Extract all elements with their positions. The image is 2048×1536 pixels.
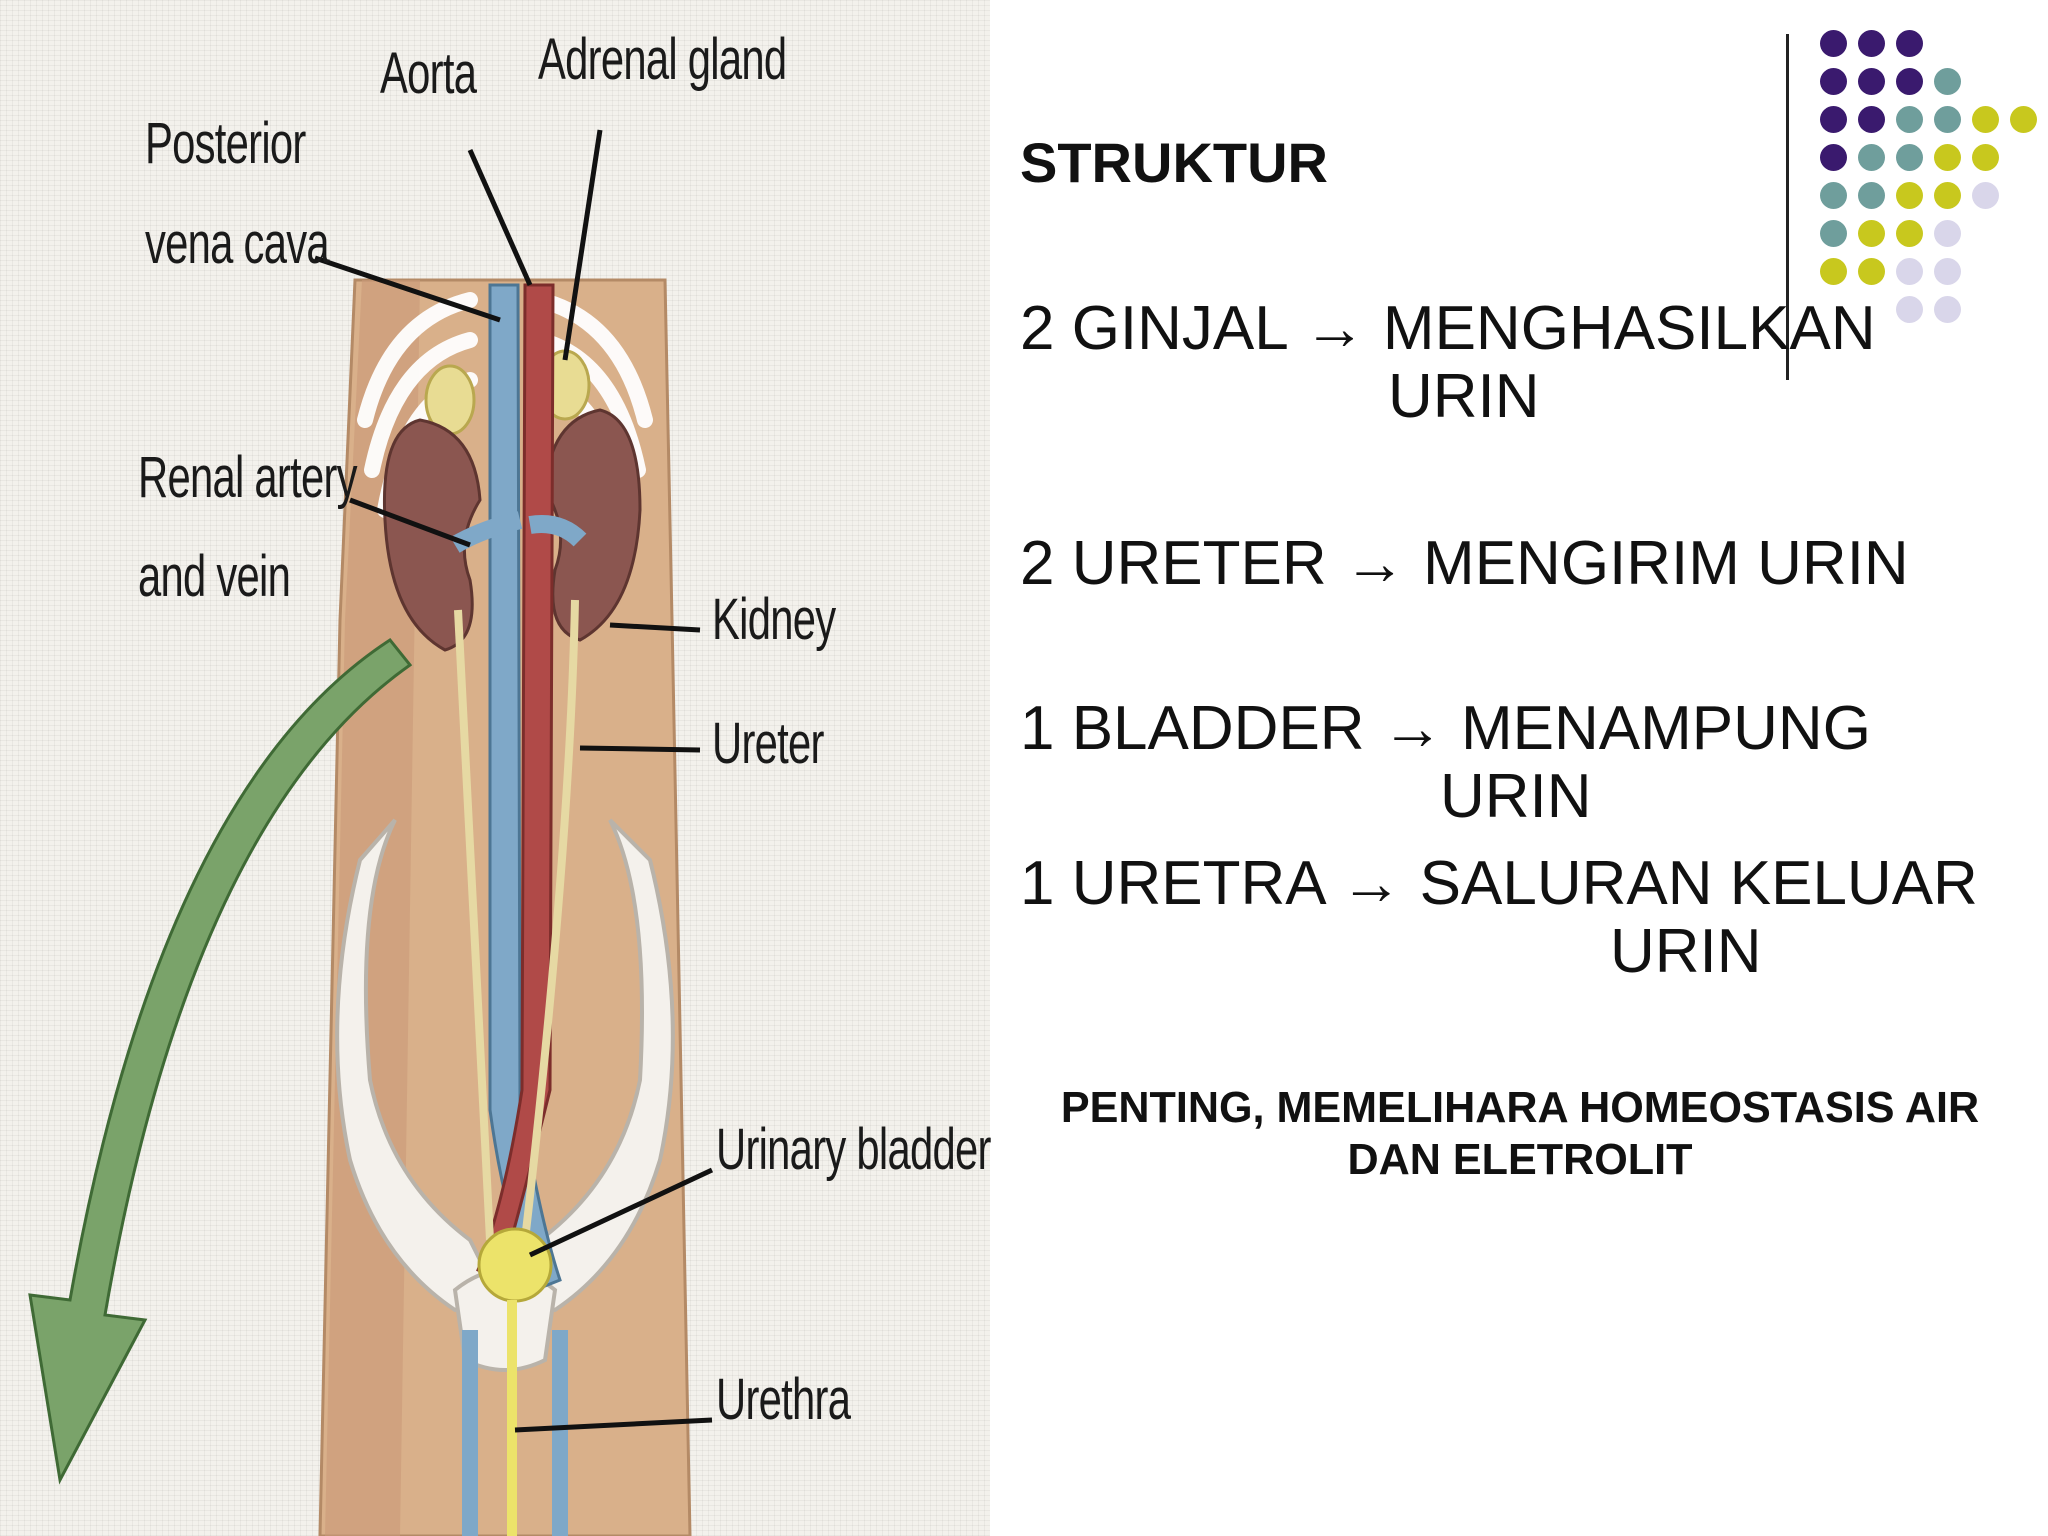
- important-note-line1: PENTING, MEMELIHARA HOMEOSTASIS AIR: [1060, 1083, 1980, 1132]
- decorative-dot: [1896, 220, 1923, 247]
- ureter-left: [454, 609, 494, 1241]
- item-ginjal-line1: 2 GINJAL → MENGHASILKAN: [1020, 294, 1876, 363]
- decorative-dot: [1934, 182, 1961, 209]
- label-ureter: Ureter: [712, 711, 824, 776]
- item-uretra-line2: URIN: [1610, 917, 1762, 986]
- decorative-dot: [1934, 220, 1961, 247]
- decorative-dot: [1896, 258, 1923, 285]
- ureter-right: [521, 599, 579, 1241]
- urinary-system-diagram: Aorta Adrenal gland Posterior vena cava …: [0, 0, 991, 1536]
- item-uretra: 1 URETRA → SALURAN KELUAR URIN: [1020, 850, 1978, 986]
- item-bladder: 1 BLADDER → MENAMPUNG URIN: [1020, 695, 1871, 831]
- vertical-divider-line: [1786, 34, 1789, 380]
- decorative-dot: [1896, 68, 1923, 95]
- decorative-dot: [1858, 68, 1885, 95]
- item-bladder-line1: 1 BLADDER → MENAMPUNG: [1020, 694, 1871, 763]
- decorative-dot: [1972, 182, 1999, 209]
- decorative-dot: [1934, 144, 1961, 171]
- important-note-line2: DAN ELETROLIT: [1347, 1135, 1693, 1184]
- item-ginjal-line2: URIN: [1388, 362, 1540, 431]
- decorative-dot: [1934, 258, 1961, 285]
- label-renal-artery-line2: and vein: [138, 544, 291, 609]
- decorative-dot: [1934, 296, 1961, 323]
- decorative-dot: [1896, 144, 1923, 171]
- decorative-dot: [1896, 106, 1923, 133]
- decorative-dot: [1858, 182, 1885, 209]
- decorative-dot: [1858, 30, 1885, 57]
- important-note: PENTING, MEMELIHARA HOMEOSTASIS AIR DAN …: [1030, 1082, 2010, 1186]
- decorative-dot: [1896, 182, 1923, 209]
- decorative-dot: [1820, 30, 1847, 57]
- label-adrenal-gland: Adrenal gland: [538, 27, 787, 92]
- leg-vessels: [462, 1330, 568, 1536]
- label-posterior-vena-cava-line2: vena cava: [145, 211, 330, 276]
- decorative-dot: [1820, 182, 1847, 209]
- decorative-dot: [1858, 144, 1885, 171]
- label-renal-artery-line1: Renal artery: [138, 445, 358, 510]
- decorative-dot: [1820, 220, 1847, 247]
- decorative-dot: [1896, 30, 1923, 57]
- decorative-dot: [1820, 144, 1847, 171]
- decorative-dot: [1858, 258, 1885, 285]
- decorative-dot: [1820, 258, 1847, 285]
- label-urethra: Urethra: [716, 1367, 851, 1432]
- decorative-dot: [1934, 68, 1961, 95]
- decorative-dot: [1858, 106, 1885, 133]
- decorative-dot: [1896, 296, 1923, 323]
- item-ginjal: 2 GINJAL → MENGHASILKAN URIN: [1020, 295, 1876, 431]
- green-curved-arrow: [28, 637, 413, 1485]
- slide-text-panel: STRUKTUR 2 GINJAL → MENGHASILKAN URIN 2 …: [1020, 0, 2048, 1536]
- slide-heading: STRUKTUR: [1020, 131, 1328, 194]
- item-ureter: 2 URETER → MENGIRIM URIN: [1020, 530, 1909, 598]
- label-posterior-vena-cava-line1: Posterior: [145, 111, 306, 176]
- decorative-dot: [1858, 220, 1885, 247]
- decorative-dot: [1934, 106, 1961, 133]
- label-urinary-bladder: Urinary bladder: [716, 1117, 991, 1182]
- urinary-bladder-shape: [477, 1227, 553, 1303]
- decorative-dot: [2010, 106, 2037, 133]
- decorative-dot: [1820, 68, 1847, 95]
- label-aorta: Aorta: [380, 41, 477, 106]
- decorative-dot: [1972, 144, 1999, 171]
- leader-lines: [314, 129, 714, 1433]
- anatomy-illustration: [28, 129, 714, 1536]
- label-kidney: Kidney: [712, 587, 836, 652]
- renal-vessels-right: [528, 515, 587, 547]
- item-uretra-line1: 1 URETRA → SALURAN KELUAR: [1020, 849, 1978, 918]
- item-bladder-line2: URIN: [1440, 762, 1592, 831]
- decorative-dot-grid: [1820, 30, 2040, 340]
- decorative-dot: [1820, 106, 1847, 133]
- decorative-dot: [1972, 106, 1999, 133]
- item-ureter-line1: 2 URETER → MENGIRIM URIN: [1020, 529, 1909, 598]
